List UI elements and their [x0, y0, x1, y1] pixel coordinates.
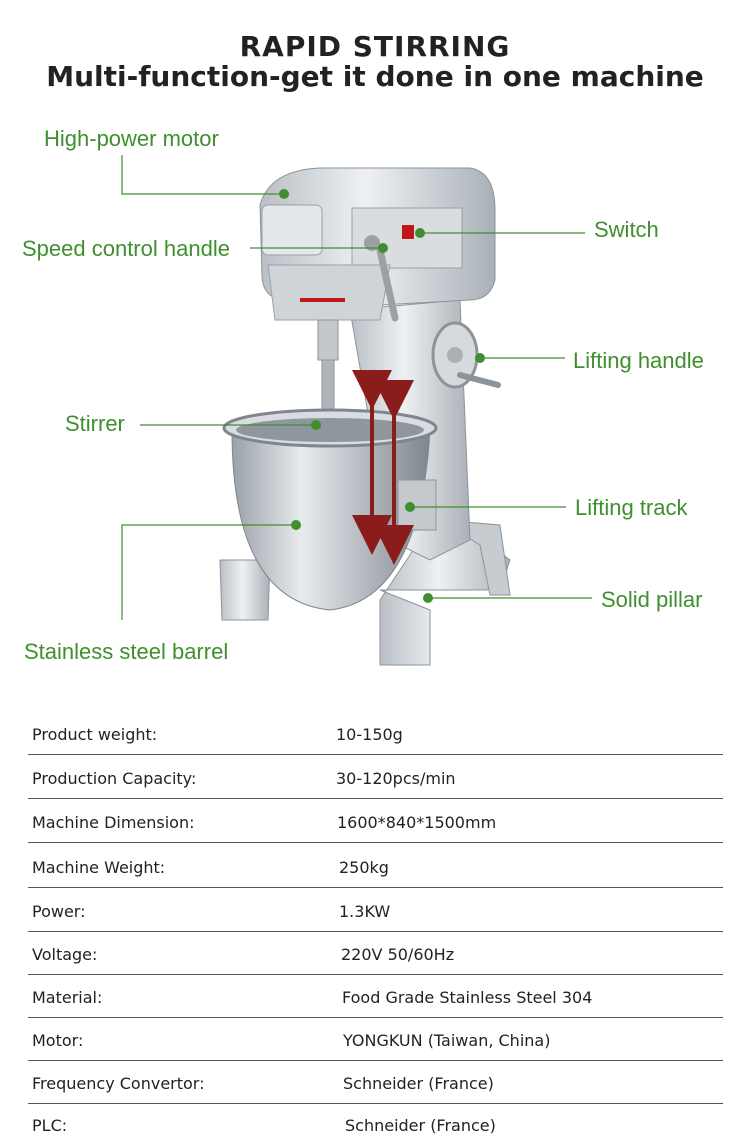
track-bracket	[397, 479, 437, 531]
spec-value: 250kg	[339, 858, 389, 877]
spec-key: PLC:	[32, 1116, 68, 1135]
callout-speed-handle: Speed control handle	[22, 236, 230, 261]
handwheel	[431, 321, 501, 389]
motor-housing	[259, 167, 496, 321]
spec-key: Machine Dimension:	[32, 813, 195, 832]
spec-row: Frequency Convertor: Schneider (France)	[28, 1060, 723, 1104]
callout-barrel: Stainless steel barrel	[24, 639, 229, 664]
page-subtitle: Multi-function-get it done in one machin…	[46, 60, 704, 93]
spec-key: Machine Weight:	[32, 858, 166, 877]
callout-solid-pillar: Solid pillar	[601, 587, 703, 612]
spec-key: Product weight:	[32, 725, 158, 744]
spec-row: Machine Weight: 250kg	[28, 844, 723, 888]
spec-key: Voltage:	[32, 945, 98, 964]
spec-key: Motor:	[32, 1031, 84, 1050]
spec-value: 1600*840*1500mm	[337, 813, 497, 832]
leader-lines	[121, 155, 592, 620]
mixer-illustration	[121, 155, 592, 666]
spec-row: Voltage: 220V 50/60Hz	[28, 931, 723, 975]
spec-row: Material: Food Grade Stainless Steel 304	[28, 974, 723, 1018]
spec-value: 1.3KW	[339, 902, 391, 921]
spec-value: YONGKUN (Taiwan, China)	[343, 1031, 551, 1050]
callout-motor: High-power motor	[44, 126, 219, 151]
spec-row: Machine Dimension: 1600*840*1500mm	[28, 799, 723, 843]
spec-value: 30-120pcs/min	[336, 769, 456, 788]
callout-lifting-handle: Lifting handle	[573, 348, 704, 373]
spec-value: Food Grade Stainless Steel 304	[342, 988, 593, 1007]
spec-row: Power: 1.3KW	[28, 888, 723, 932]
spec-value: 10-150g	[336, 725, 403, 744]
callout-lifting-track: Lifting track	[575, 495, 688, 520]
spec-key: Frequency Convertor:	[32, 1074, 205, 1093]
spec-key: Production Capacity:	[32, 769, 197, 788]
spec-row: Production Capacity: 30-120pcs/min	[28, 755, 723, 799]
spec-key: Power:	[32, 902, 86, 921]
spec-value: Schneider (France)	[345, 1116, 496, 1135]
callout-stirrer: Stirrer	[65, 411, 125, 436]
spec-key: Material:	[32, 988, 103, 1007]
spec-value: Schneider (France)	[343, 1074, 494, 1093]
spec-row: Motor: YONGKUN (Taiwan, China)	[28, 1017, 723, 1061]
page-title: RAPID STIRRING	[239, 30, 511, 63]
callout-switch: Switch	[594, 217, 659, 242]
spec-value: 220V 50/60Hz	[341, 945, 455, 964]
spec-row: Product weight: 10-150g	[28, 711, 723, 755]
speed-handle-shape	[376, 246, 399, 322]
spec-row: PLC: Schneider (France)	[28, 1102, 723, 1145]
